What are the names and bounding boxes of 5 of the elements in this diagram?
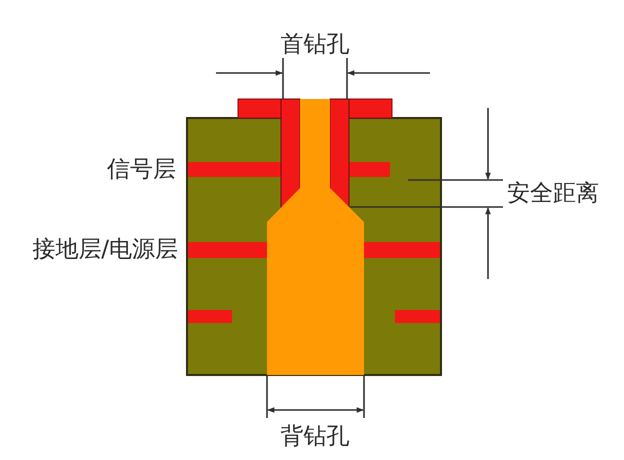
dimension-label: 背钻孔 bbox=[280, 426, 350, 448]
dimension-label: 安全距离 bbox=[507, 182, 599, 206]
layer-label: 信号层 bbox=[107, 158, 176, 182]
dimension-label: 首钻孔 bbox=[280, 34, 350, 56]
layer-label: 接地层/电源层 bbox=[32, 238, 178, 262]
